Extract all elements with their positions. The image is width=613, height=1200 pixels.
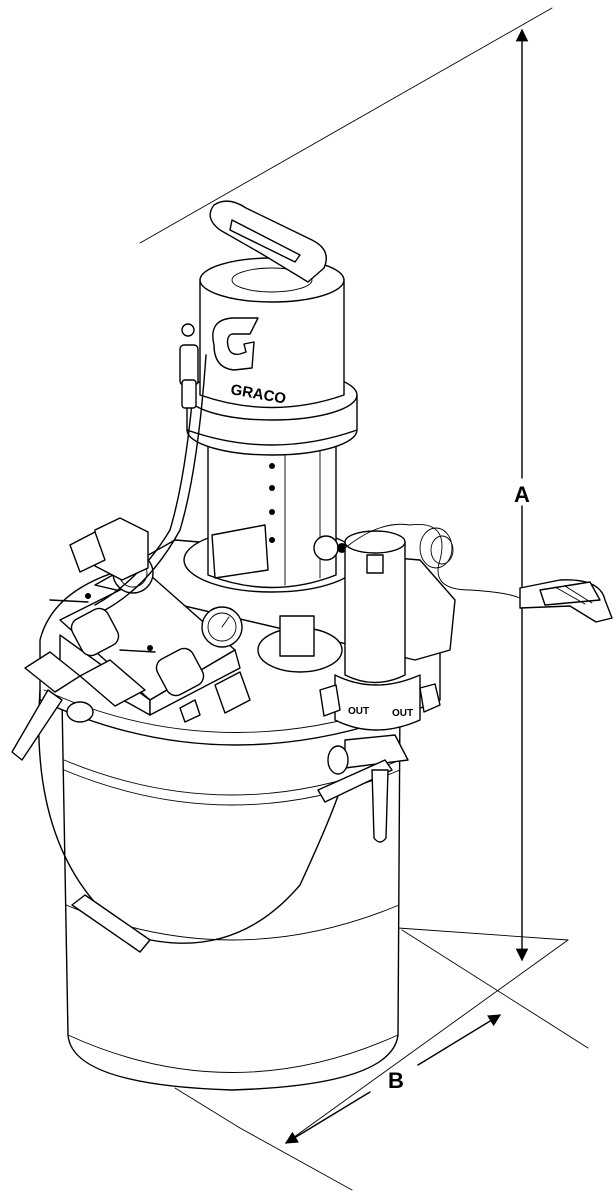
right-footprint-tick <box>401 929 589 1049</box>
pump-label-plate <box>211 524 269 579</box>
regulator-2 <box>155 647 205 697</box>
ground-clamp-icon <box>344 523 613 623</box>
regulator-1 <box>70 607 120 657</box>
dimension-a: A <box>514 28 530 962</box>
control-block-body <box>94 517 149 581</box>
inlet-valve-lever <box>11 689 63 761</box>
air-supply-hose-edge <box>104 354 207 611</box>
air-inlet-fitting <box>179 344 199 386</box>
dimension-b-arrow-right <box>417 1014 502 1066</box>
tank-side-knob <box>327 745 349 775</box>
dimension-lines <box>139 7 589 1191</box>
bottom-extension-line <box>397 927 569 941</box>
dimension-b-arrow-left <box>284 1091 371 1144</box>
air-supply-hose <box>94 354 197 606</box>
regulator-2-knob <box>119 649 156 653</box>
fluid-filter: OUT OUT <box>279 530 441 843</box>
regulator-1-knob <box>49 599 89 603</box>
pump-air-port <box>313 535 339 561</box>
footprint-extension-line <box>289 939 569 1141</box>
filter-nut <box>366 554 384 574</box>
outlet-manifold <box>334 674 421 731</box>
outlet-fitting-right <box>419 683 441 713</box>
right-manifold-fitting <box>214 671 251 714</box>
filter-housing <box>344 541 406 684</box>
ground-wire <box>344 523 521 599</box>
brand-logo-icon <box>212 317 259 371</box>
outlet-dip-tube <box>371 769 389 843</box>
bail-grip <box>71 894 151 953</box>
dimension-b: B <box>284 1014 502 1144</box>
dimension-a-label: A <box>514 482 530 507</box>
control-block-fitting <box>69 531 106 573</box>
motor-cylinder <box>199 279 345 409</box>
filter-side-block <box>279 615 315 657</box>
tank-bail-handle <box>38 689 341 944</box>
tank-body <box>61 699 401 1091</box>
ground-clamp-jaw <box>539 581 601 606</box>
air-hoses <box>94 323 207 611</box>
manifold-plug <box>179 699 201 723</box>
dimension-b-label: B <box>388 1068 404 1093</box>
top-extension-line <box>139 7 553 244</box>
inlet-coupler <box>79 659 146 707</box>
outlet-fitting-left <box>319 684 341 717</box>
control-block <box>69 517 149 581</box>
tank-bottom-rim <box>67 1034 399 1073</box>
filter-cap <box>344 530 406 554</box>
outlet-label-right: OUT <box>392 708 413 719</box>
air-motor: GRACO <box>186 200 358 456</box>
outlet-label-left: OUT <box>348 706 369 717</box>
air-pump-icon <box>183 429 361 593</box>
left-footprint-tick <box>239 1127 353 1191</box>
left-footprint-base <box>174 1087 241 1129</box>
air-inlet-valve <box>181 379 197 409</box>
inlet-valve <box>11 651 251 761</box>
handle-opening <box>229 219 301 263</box>
lid-knob <box>66 701 94 723</box>
